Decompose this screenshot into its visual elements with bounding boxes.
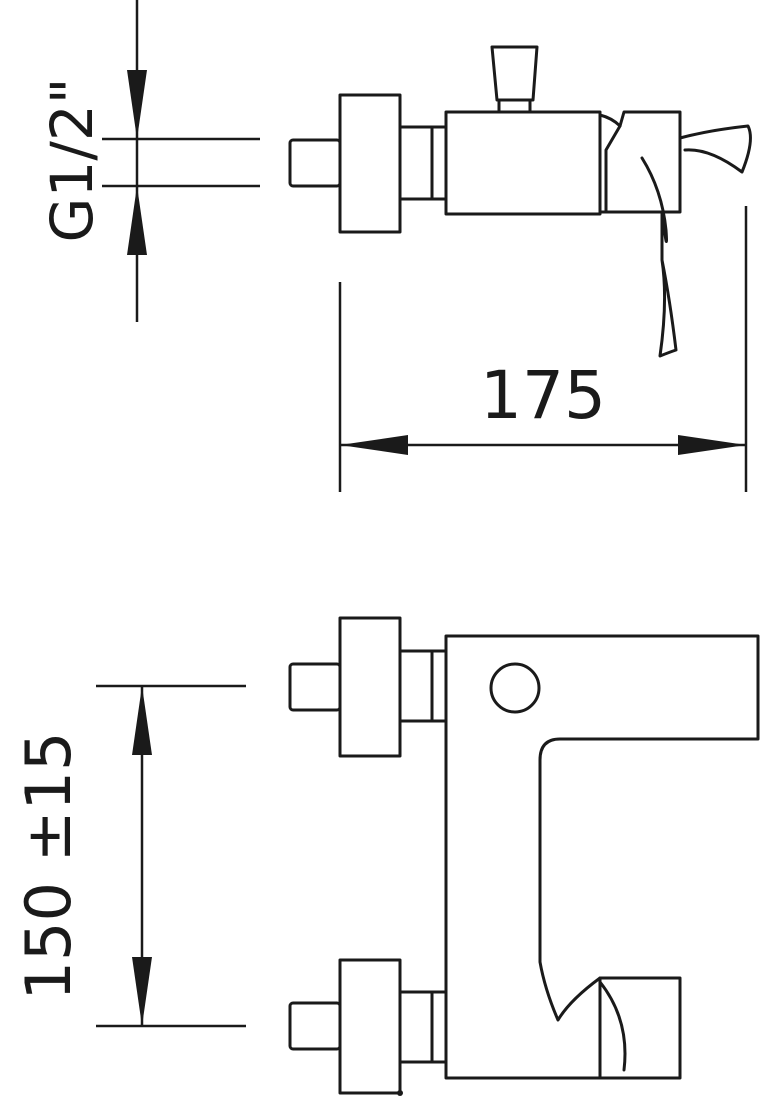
front-mixer-body xyxy=(444,634,760,1080)
side-lever-grip xyxy=(660,136,682,214)
spacing-dimension: 150 ±15 xyxy=(12,684,246,1028)
front-upper-ring xyxy=(430,649,448,723)
side-lever-handle xyxy=(604,156,678,358)
front-upper-flange xyxy=(338,616,402,758)
thread-arrow-bottom xyxy=(127,186,147,255)
thread-size-label: G1/2" xyxy=(38,78,106,243)
front-lever-cartridge xyxy=(598,976,627,1080)
side-connector-ring xyxy=(430,125,448,201)
thread-arrow-top xyxy=(127,70,147,139)
side-spout xyxy=(598,110,752,174)
thread-dimension: G1/2" xyxy=(38,0,260,322)
side-wall-flange xyxy=(338,93,402,234)
front-drain-dot xyxy=(397,1090,403,1096)
front-view xyxy=(288,616,760,1096)
spacing-arrow-bottom xyxy=(132,957,152,1026)
front-diverter-knob xyxy=(489,662,541,714)
depth-arrow-right xyxy=(678,435,746,455)
front-upper-inlet-stub xyxy=(288,662,342,712)
side-lever-body xyxy=(598,124,622,214)
side-connector xyxy=(398,125,434,201)
spacing-label: 150 ±15 xyxy=(12,732,85,1001)
front-lower-ring xyxy=(430,990,448,1064)
depth-arrow-left xyxy=(340,435,408,455)
side-inlet-stub xyxy=(288,138,342,188)
side-diverter-stem xyxy=(497,98,532,114)
side-mixer-body xyxy=(444,110,602,216)
front-upper-connector xyxy=(398,649,434,723)
front-lower-flange xyxy=(338,958,402,1095)
depth-label: 175 xyxy=(480,357,606,434)
front-lower-inlet-stub xyxy=(288,1001,342,1051)
side-view xyxy=(288,45,752,358)
front-lower-connector xyxy=(398,990,434,1064)
spacing-arrow-top xyxy=(132,686,152,755)
depth-dimension: 175 xyxy=(338,206,748,492)
side-diverter-knob xyxy=(490,45,539,102)
